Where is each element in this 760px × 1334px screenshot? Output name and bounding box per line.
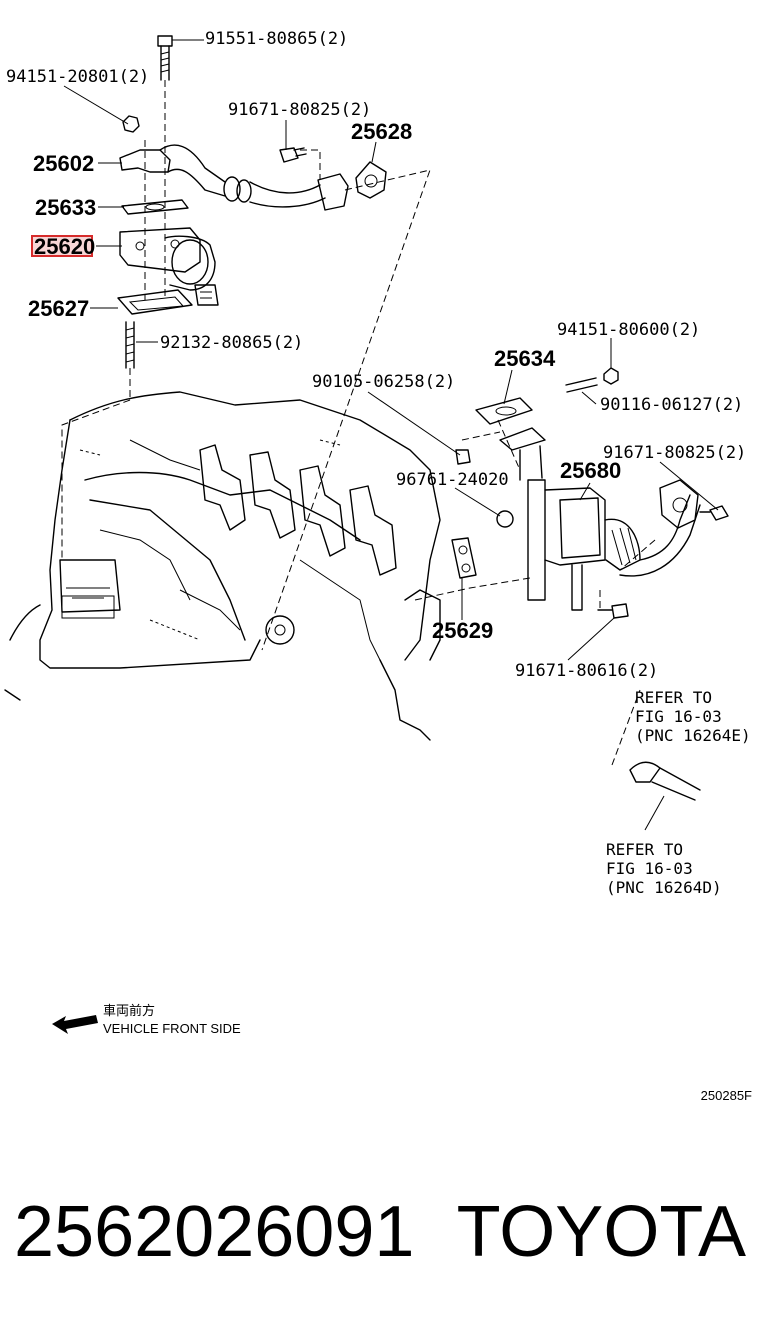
label-92132-80865: 92132-80865(2) bbox=[160, 333, 303, 353]
front-arrow-icon bbox=[52, 1015, 98, 1034]
engine-block-drawing bbox=[4, 391, 441, 741]
egr-valve-assembly bbox=[61, 35, 431, 651]
direction-label-jp: 車両前方 bbox=[103, 1003, 155, 1018]
label-91671-80616: 91671-80616(2) bbox=[515, 661, 658, 681]
egr-cooler-assembly bbox=[414, 367, 729, 801]
label-96761-24020: 96761-24020 bbox=[396, 470, 509, 490]
caption-part-number: 2562026091 bbox=[14, 1192, 414, 1272]
highlight-box-25620 bbox=[31, 235, 93, 257]
label-25634: 25634 bbox=[494, 346, 556, 371]
label-91671-80825-top: 91671-80825(2) bbox=[228, 100, 371, 120]
direction-label-en: VEHICLE FRONT SIDE bbox=[103, 1021, 241, 1036]
label-94151-80600: 94151-80600(2) bbox=[557, 320, 700, 340]
label-25620-highlighted[interactable]: 25620 bbox=[34, 234, 95, 259]
refer-d-line-3: (PNC 16264D) bbox=[606, 878, 722, 897]
label-25627: 25627 bbox=[28, 296, 89, 321]
label-90105-06258: 90105-06258(2) bbox=[312, 372, 455, 392]
label-25628: 25628 bbox=[351, 119, 412, 144]
refer-note-16264d: REFER TO FIG 16-03 (PNC 16264D) bbox=[606, 840, 722, 897]
label-25629: 25629 bbox=[432, 618, 493, 643]
caption-brand: TOYOTA bbox=[457, 1192, 746, 1272]
label-25680: 25680 bbox=[560, 458, 621, 483]
label-94151-20801: 94151-20801(2) bbox=[6, 67, 149, 87]
figure-code: 250285F bbox=[701, 1088, 752, 1103]
label-91551-80865: 91551-80865(2) bbox=[205, 29, 348, 49]
part-labels: 91551-80865(2) 94151-20801(2) 91671-8082… bbox=[6, 29, 746, 681]
label-91671-80825-right: 91671-80825(2) bbox=[603, 443, 746, 463]
label-25633: 25633 bbox=[35, 195, 96, 220]
refer-e-line-2: FIG 16-03 bbox=[635, 707, 722, 726]
refer-note-16264e: REFER TO FIG 16-03 (PNC 16264E) bbox=[635, 688, 751, 745]
leader-lines bbox=[63, 39, 719, 831]
refer-e-line-1: REFER TO bbox=[635, 688, 712, 707]
refer-d-line-1: REFER TO bbox=[606, 840, 683, 859]
refer-d-line-2: FIG 16-03 bbox=[606, 859, 693, 878]
refer-e-line-3: (PNC 16264E) bbox=[635, 726, 751, 745]
label-90116-06127: 90116-06127(2) bbox=[600, 395, 743, 415]
label-25602: 25602 bbox=[33, 151, 94, 176]
vehicle-front-indicator: 車両前方 VEHICLE FRONT SIDE bbox=[52, 1003, 241, 1036]
